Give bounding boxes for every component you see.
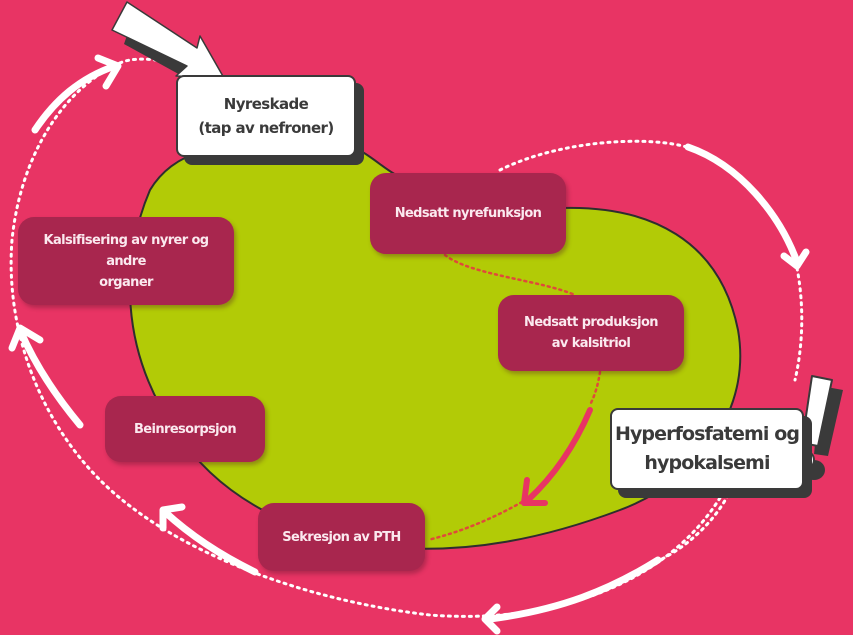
- cycle-arrow-top-left: [31, 54, 122, 134]
- node-beinresorpsjon: Beinresorpsjon: [105, 396, 265, 462]
- cycle-dotted-path-right: [498, 139, 804, 562]
- inner-dotted-connector-2: [426, 370, 602, 542]
- node-label-line1: Kalsifisering av nyrer og andre: [43, 232, 209, 269]
- warning-callout-line2: hypokalsemi: [644, 452, 770, 474]
- node-label: Nedsatt nyrefunksjon: [394, 206, 542, 221]
- node-kalsifisering: Kalsifisering av nyrer og andre organer: [18, 217, 234, 305]
- start-callout-line2: (tap av nefroner): [198, 119, 334, 137]
- cycle-arrow-top-right: [684, 143, 810, 270]
- inner-arrow-to-pth: [521, 407, 593, 506]
- node-label-line1: Nedsatt produksjon: [524, 315, 659, 330]
- node-label: Beinresorpsjon: [133, 421, 237, 437]
- cycle-arrow-left: [8, 324, 84, 429]
- start-callout-line1: Nyreskade: [223, 95, 309, 113]
- node-label-line2: organer: [99, 274, 153, 290]
- node-label: Sekresjon av PTH: [282, 529, 401, 545]
- inner-dotted-connector-1: [443, 253, 577, 297]
- node-sekresjon-pth: Sekresjon av PTH: [258, 503, 425, 571]
- warning-callout-hyperfosfatemi: Hyperfosfatemi og hypokalsemi: [610, 408, 804, 490]
- start-callout-nyreskade: Nyreskade (tap av nefroner): [176, 75, 356, 157]
- cycle-arrow-bottom-right: [481, 556, 662, 635]
- node-label-line2: av kalsitriol: [551, 336, 631, 351]
- warning-callout-line1: Hyperfosfatemi og: [614, 423, 800, 445]
- cycle-arrow-bottom-left: [159, 503, 259, 576]
- node-nedsatt-nyrefunksjon: Nedsatt nyrefunksjon: [370, 173, 566, 254]
- node-nedsatt-produksjon-kalsitriol: Nedsatt produksjon av kalsitriol: [498, 295, 684, 371]
